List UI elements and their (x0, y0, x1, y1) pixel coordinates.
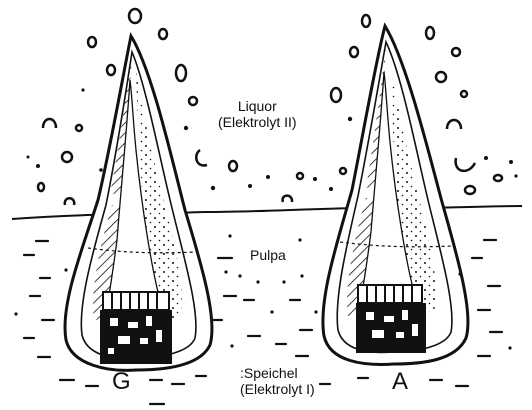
tooth-a-label: A (392, 368, 408, 396)
liquor-label-line1: Liquor (218, 98, 297, 114)
tooth-g (65, 36, 212, 370)
liquor-label: Liquor (Elektrolyt II) (218, 98, 297, 130)
speichel-label-line2: (Elektrolyt I) (240, 381, 315, 397)
pulpa-label: Pulpa (250, 247, 286, 263)
speichel-label: :Speichel (Elektrolyt I) (240, 365, 315, 397)
liquor-label-line2: (Elektrolyt II) (218, 114, 297, 130)
tooth-g-label: G (112, 368, 131, 396)
speichel-label-line1: :Speichel (240, 365, 315, 381)
